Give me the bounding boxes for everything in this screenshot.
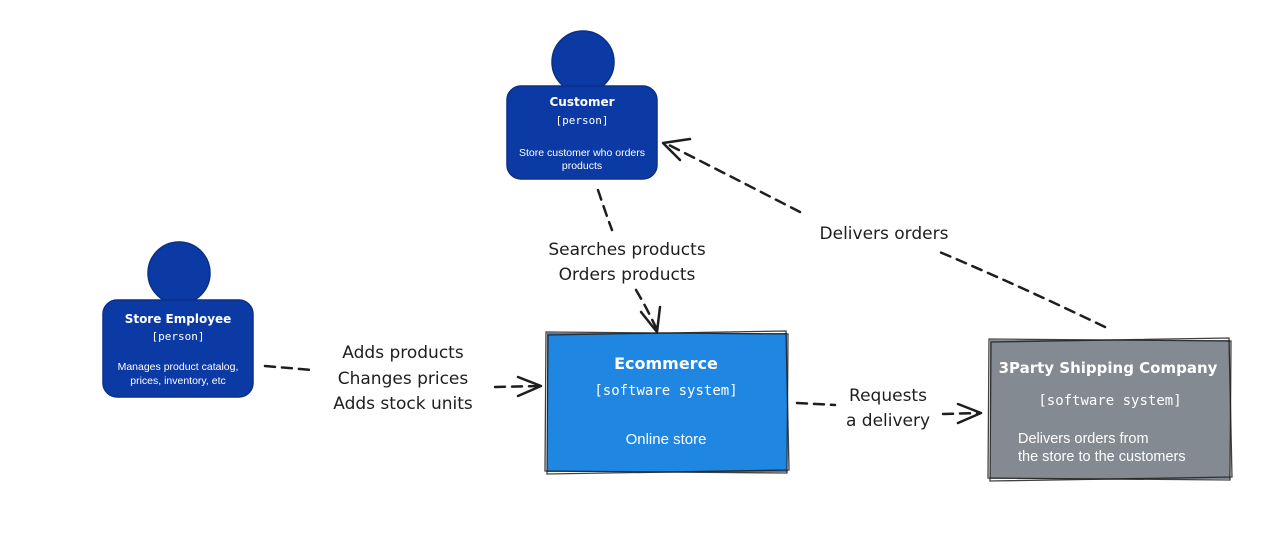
store-employee-person[interactable]: Store Employee [person] Manages product …	[102, 241, 254, 398]
edge-ecommerce-shipping-line-right	[941, 411, 982, 416]
arrowhead-icon	[956, 402, 983, 425]
edge-employee-ecommerce-line-right	[493, 384, 542, 389]
edge-employee-ecommerce-label-1: Adds products	[342, 343, 464, 363]
edge-shipping-customer-line-top	[663, 141, 802, 214]
ecommerce-sketch-outline-1	[544, 331, 789, 474]
store-employee-desc-line-1: Manages product catalog,	[118, 361, 239, 373]
edge-ecommerce-shipping-label-1: Requests	[849, 386, 927, 406]
shipping-sketch-outline-1	[987, 338, 1232, 481]
ecommerce-type: [software system]	[594, 383, 737, 399]
store-employee-name: Store Employee	[125, 312, 232, 326]
shipping-type: [software system]	[1038, 393, 1181, 409]
store-employee-body	[102, 299, 254, 398]
ecommerce-sketch-outline-2	[546, 330, 790, 475]
shipping-name: 3Party Shipping Company	[999, 359, 1218, 377]
edge-customer-to-ecommerce[interactable]: Searches products Orders products	[548, 188, 706, 334]
edge-shipping-to-customer[interactable]: Delivers orders	[661, 137, 1107, 329]
ecommerce-system[interactable]: Ecommerce [software system] Online store	[544, 330, 790, 475]
customer-type: [person]	[556, 114, 609, 127]
customer-body	[506, 85, 658, 180]
shipping-desc-line-2: the store to the customers	[1018, 449, 1186, 465]
customer-desc-line-1: Store customer who orders	[519, 147, 645, 159]
arrowhead-icon	[639, 305, 662, 334]
customer-person[interactable]: Customer [person] Store customer who ord…	[506, 30, 658, 180]
edge-shipping-customer-label: Delivers orders	[820, 224, 949, 244]
ecommerce-box	[547, 333, 787, 472]
ecommerce-desc: Online store	[626, 431, 707, 448]
edge-customer-ecommerce-line-bottom	[634, 288, 659, 332]
store-employee-type: [person]	[152, 330, 205, 343]
edge-shipping-customer-line-bottom	[933, 248, 1107, 329]
shipping-box	[990, 340, 1230, 479]
edge-ecommerce-shipping-label-2: a delivery	[846, 411, 930, 431]
edge-customer-ecommerce-label-2: Orders products	[559, 265, 696, 285]
edge-employee-ecommerce-label-3: Adds stock units	[333, 394, 473, 414]
customer-name: Customer	[549, 95, 614, 109]
edge-employee-ecommerce-label-2: Changes prices	[338, 369, 469, 389]
customer-head-icon	[551, 30, 615, 94]
store-employee-desc-line-2: prices, inventory, etc	[130, 375, 226, 387]
store-employee-head-icon	[147, 241, 211, 305]
shipping-company-system[interactable]: 3Party Shipping Company [software system…	[987, 337, 1233, 482]
arrowhead-icon	[661, 137, 692, 162]
edge-employee-to-ecommerce[interactable]: Adds products Changes prices Adds stock …	[263, 343, 543, 414]
edge-ecommerce-to-shipping[interactable]: Requests a delivery	[795, 386, 983, 431]
ecommerce-name: Ecommerce	[614, 354, 718, 373]
arrowhead-icon	[516, 375, 543, 398]
edge-ecommerce-shipping-line-left	[795, 401, 837, 407]
shipping-sketch-outline-2	[989, 337, 1233, 482]
edge-customer-ecommerce-line-top	[596, 188, 614, 232]
edge-customer-ecommerce-label-1: Searches products	[548, 240, 706, 260]
shipping-desc-line-1: Delivers orders from	[1018, 431, 1149, 447]
edge-employee-ecommerce-line-left	[263, 364, 314, 372]
customer-desc-line-2: products	[562, 160, 602, 172]
